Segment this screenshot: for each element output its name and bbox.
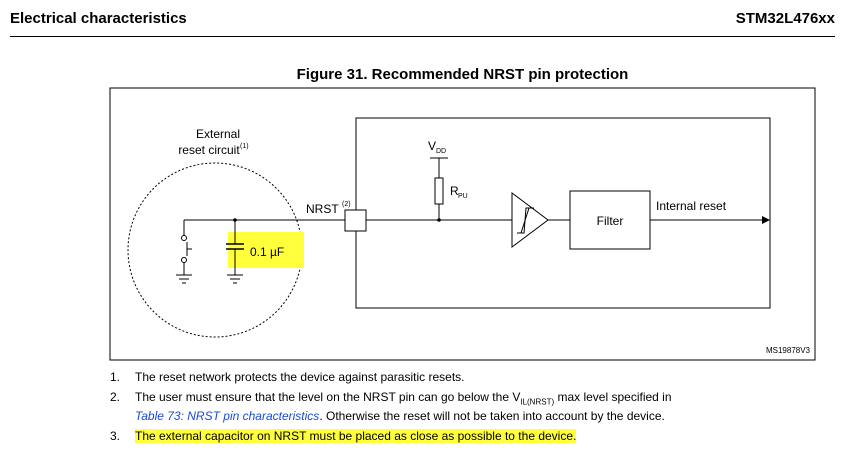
filter-block <box>569 190 651 250</box>
nrst-pin <box>344 209 367 232</box>
note-2-text-before: The user must ensure that the level on t… <box>135 390 521 404</box>
note-2-number: 2. <box>110 390 121 404</box>
arrow-head <box>762 216 770 224</box>
external-circuit-label-line1: External <box>196 127 240 141</box>
figure-frame <box>109 87 816 361</box>
note-3: 3. The external capacitor on NRST must b… <box>110 429 830 444</box>
external-circuit-label-line2: reset circuit <box>178 143 240 157</box>
note-1-text: The reset network protects the device ag… <box>135 370 465 384</box>
external-circuit-footnote: (1) <box>240 143 249 150</box>
section-title: Electrical characteristics <box>10 10 187 27</box>
figure-title: Figure 31. Recommended NRST pin protecti… <box>296 66 629 83</box>
note-2: 2. The user must ensure that the level o… <box>110 390 830 423</box>
rpu-label: R <box>450 184 459 198</box>
schmitt-trigger-buffer <box>511 192 549 248</box>
nrst-pin-footnote: (2) <box>342 201 351 208</box>
vdd-label: V <box>428 139 436 153</box>
note-1-number: 1. <box>110 370 121 384</box>
ground-capacitor <box>227 274 243 284</box>
capacitor-highlight <box>228 232 304 268</box>
nrst-pin-label: NRST <box>306 202 339 216</box>
device-box <box>355 117 771 309</box>
note-2-subscript: IL(NRST) <box>520 397 555 407</box>
capacitor <box>226 220 244 275</box>
note-3-number: 3. <box>110 429 121 444</box>
figure-id: MS19878V3 <box>766 346 811 355</box>
ground-switch <box>176 274 192 284</box>
filter-label: Filter <box>597 214 624 228</box>
note-1: 1. The reset network protects the device… <box>110 370 830 384</box>
note-3-text: The external capacitor on NRST must be p… <box>135 429 577 444</box>
header-rule <box>10 36 835 37</box>
capacitor-value: 0.1 µF <box>250 245 284 259</box>
table-73-link[interactable]: Table 73: NRST pin characteristics <box>135 409 320 424</box>
figure-notes: 1. The reset network protects the device… <box>110 370 830 444</box>
part-number: STM32L476xx <box>735 10 835 27</box>
rpu-subscript: PU <box>458 193 468 200</box>
vdd-subscript: DD <box>436 148 446 155</box>
pull-up-resistor <box>434 177 444 205</box>
internal-reset-label: Internal reset <box>656 199 727 213</box>
note-2-text-after: max level specified in <box>554 390 672 404</box>
note-2-text-end: . Otherwise the reset will not be taken … <box>319 409 665 424</box>
push-button-switch <box>181 220 192 275</box>
